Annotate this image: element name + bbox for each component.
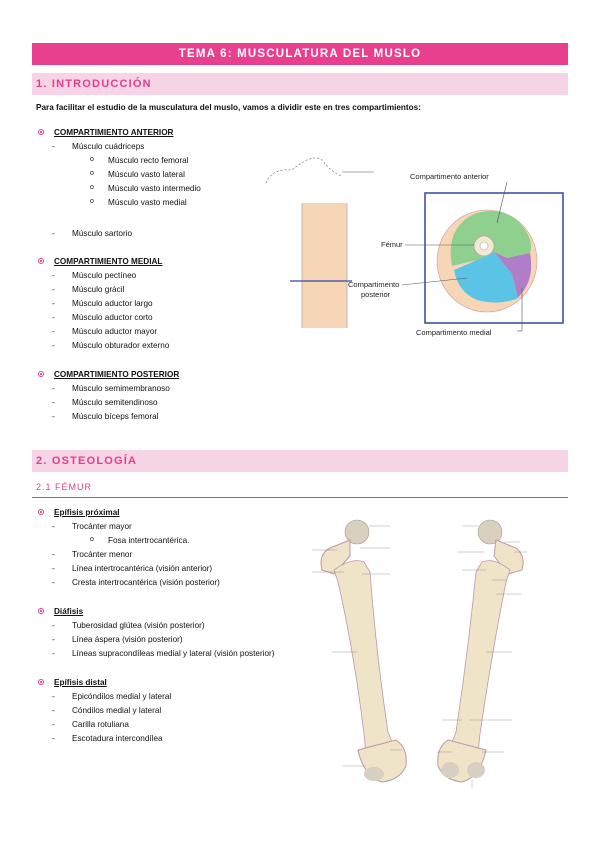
anterior-heading: COMPARTIMIENTO ANTERIOR bbox=[54, 128, 174, 137]
list-item: Escotadura intercondílea bbox=[72, 734, 163, 743]
list-item: Músculo aductor mayor bbox=[72, 327, 158, 336]
posterior-heading: COMPARTIMIENTO POSTERIOR bbox=[54, 370, 180, 379]
femur-bones-figure bbox=[312, 519, 527, 788]
list-item: Músculo sartorio bbox=[72, 229, 133, 238]
list-item: Músculo obturador externo bbox=[72, 341, 170, 350]
list-item: Línea áspera (visión posterior) bbox=[72, 635, 183, 644]
list-item: Músculo vasto medial bbox=[108, 198, 187, 207]
list-item: Músculo vasto lateral bbox=[108, 170, 185, 179]
diafisis-heading: Diáfisis bbox=[54, 607, 84, 616]
distal-heading: Epífisis distal bbox=[54, 678, 107, 687]
list-item: Músculo pectíneo bbox=[72, 271, 137, 280]
list-item: Cóndilos medial y lateral bbox=[72, 706, 162, 715]
proximal-heading: Epífisis próximal bbox=[54, 508, 120, 517]
section-heading-introduccion: 1. INTRODUCCIÓN bbox=[32, 73, 568, 95]
femur-anterior-view bbox=[320, 519, 407, 783]
femur-posterior-view bbox=[437, 519, 524, 783]
circle-bullet-icon bbox=[38, 509, 44, 515]
list-item: Músculo aductor corto bbox=[72, 313, 153, 322]
thigh-cross-section-figure bbox=[265, 157, 564, 332]
circle-bullet-icon bbox=[38, 608, 44, 614]
list-item: Fosa intertrocantérica. bbox=[108, 536, 190, 545]
list-item: Músculo grácil bbox=[72, 285, 125, 294]
list-item: Línea intertrocantérica (visión anterior… bbox=[72, 564, 213, 573]
list-item: Trocánter mayor bbox=[72, 522, 132, 531]
list-item: Músculo vasto intermedio bbox=[108, 184, 201, 193]
circle-bullet-icon bbox=[38, 679, 44, 685]
list-item: Epicóndilos medial y lateral bbox=[72, 692, 172, 701]
circle-bullet-icon bbox=[38, 371, 44, 377]
list-item: Músculo aductor largo bbox=[72, 299, 153, 308]
list-item: Músculo semitendinoso bbox=[72, 398, 158, 407]
circle-bullet-icon bbox=[38, 129, 44, 135]
page-title: TEMA 6: MUSCULATURA DEL MUSLO bbox=[32, 43, 568, 65]
list-item: Tuberosidad glútea (visión posterior) bbox=[72, 621, 205, 630]
list-item: Músculo semimembranoso bbox=[72, 384, 170, 393]
list-item: Músculo bíceps femoral bbox=[72, 412, 159, 421]
list-item: Trocánter menor bbox=[72, 550, 133, 559]
list-item: Carilla rotuliana bbox=[72, 720, 129, 729]
label-femur: Fémur bbox=[381, 240, 403, 249]
intro-text: Para facilitar el estudio de la musculat… bbox=[36, 103, 421, 112]
list-item: Músculo cuádriceps bbox=[72, 142, 145, 151]
compartment-list: COMPARTIMIENTO ANTERIOR -Músculo cuádric… bbox=[38, 128, 268, 428]
label-medial: Compartimento medial bbox=[416, 328, 492, 337]
label-anterior: Compartimento anterior bbox=[410, 172, 489, 181]
list-item: Cresta intertrocantérica (visión posteri… bbox=[72, 578, 220, 587]
section-heading-osteologia: 2. OSTEOLOGÍA bbox=[32, 450, 568, 472]
list-item: Músculo recto femoral bbox=[108, 156, 189, 165]
medial-heading: COMPARTIMIENTO MEDIAL bbox=[54, 257, 163, 266]
subsection-heading-femur: 2.1 FÉMUR bbox=[36, 482, 93, 492]
list-item: Líneas supracondíleas medial y lateral (… bbox=[72, 649, 275, 658]
circle-bullet-icon bbox=[38, 258, 44, 264]
divider bbox=[32, 497, 568, 498]
